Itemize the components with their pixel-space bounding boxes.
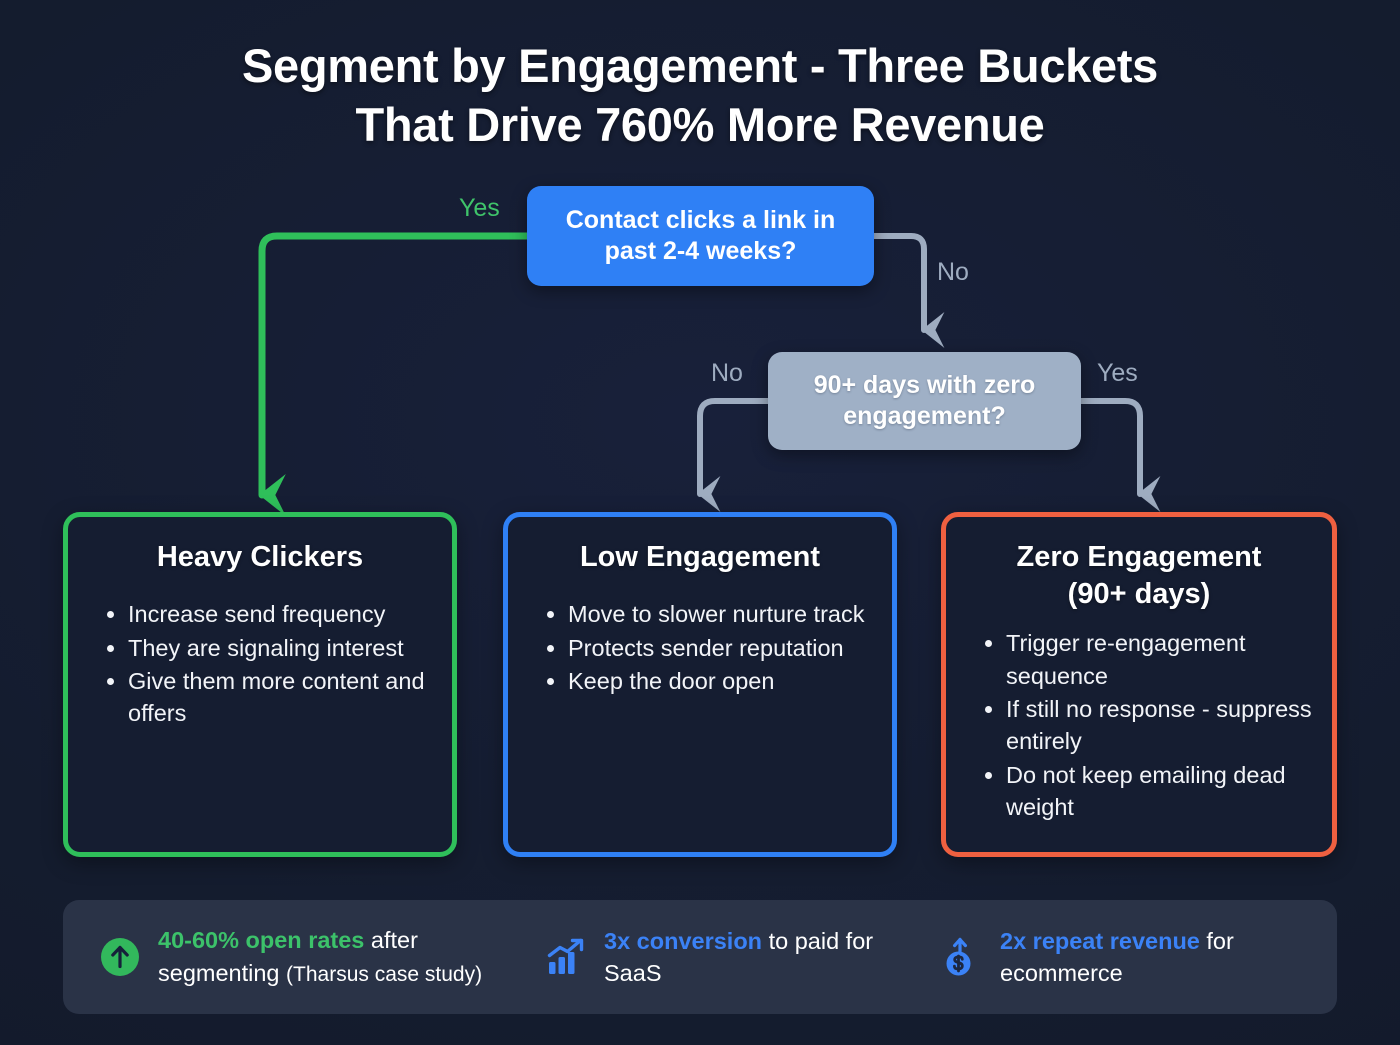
outcome-card-heavy-clickers-title: Heavy Clickers (156, 541, 364, 573)
stat-repeat-revenue-value: 2x repeat revenue (1000, 927, 1200, 954)
bar-chart-trend-icon (545, 936, 587, 978)
decision-node-zero-engagement-label: 90+ days with zero engagement? (813, 370, 1036, 431)
stat-open-rates: 40-60% open rates after segmenting (Thar… (63, 924, 533, 989)
outcome-card-heavy-clickers-list: Increase send frequency They are signali… (88, 598, 432, 730)
list-item: Trigger re-engagement sequence (976, 627, 1312, 692)
stat-conversion-rest: to paid for SaaS (604, 927, 874, 986)
arrow-up-circle-icon (99, 936, 141, 978)
stat-repeat-revenue-rest: for ecommerce (1000, 927, 1234, 986)
outcome-card-zero-engagement-list: Trigger re-engagement sequence If still … (966, 627, 1312, 824)
outcome-card-heavy-clickers[interactable]: Heavy Clickers Increase send frequency T… (63, 512, 457, 857)
list-item: Protects sender reputation (538, 632, 872, 664)
stat-conversion: 3x conversion to paid for SaaS (533, 925, 933, 990)
dollar-arrow-up-icon (941, 936, 983, 978)
outcome-card-zero-engagement-title-line-1: Zero Engagement (1016, 541, 1262, 573)
title-line-2: That Drive 760% More Revenue (355, 98, 1045, 152)
stat-repeat-revenue: 2x repeat revenue for ecommerce (933, 925, 1333, 990)
wire-q2-yes (1078, 398, 1161, 512)
list-item: They are signaling interest (98, 632, 432, 664)
outcome-card-low-engagement-title: Low Engagement (579, 541, 821, 573)
stat-open-rates-note: (Tharsus case study) (286, 962, 483, 986)
list-item: Do not keep emailing dead weight (976, 759, 1312, 824)
wire-q2-no (697, 398, 771, 512)
list-item: Increase send frequency (98, 598, 432, 630)
title-line-1: Segment by Engagement - Three Buckets (241, 39, 1159, 92)
list-item: Keep the door open (538, 665, 872, 697)
outcome-card-zero-engagement[interactable]: Zero Engagement (90+ days) Trigger re-en… (941, 512, 1337, 857)
decision-node-click-recency-label: Contact clicks a link in past 2-4 weeks? (565, 205, 836, 266)
branch-label-q2-yes: Yes (1097, 359, 1138, 387)
stat-conversion-text: 3x conversion to paid for SaaS (604, 925, 933, 990)
branch-label-q1-no: No (937, 258, 969, 286)
list-item: If still no response - suppress entirely (976, 693, 1312, 758)
outcome-card-low-engagement-list: Move to slower nurture track Protects se… (528, 598, 872, 697)
outcome-card-low-engagement[interactable]: Low Engagement Move to slower nurture tr… (503, 512, 897, 857)
wire-q1-no (871, 233, 945, 348)
stat-open-rates-rest: after segmenting (158, 927, 418, 986)
list-item: Move to slower nurture track (538, 598, 872, 630)
branch-label-q1-yes: Yes (459, 194, 500, 222)
stat-repeat-revenue-text: 2x repeat revenue for ecommerce (1000, 925, 1333, 990)
stat-conversion-value: 3x conversion (604, 927, 763, 954)
stats-bar: 40-60% open rates after segmenting (Thar… (63, 900, 1337, 1014)
wire-q1-yes (258, 232, 531, 516)
stat-open-rates-value: 40-60% open rates (158, 927, 365, 954)
decision-node-click-recency[interactable]: Contact clicks a link in past 2-4 weeks? (527, 186, 874, 286)
branch-label-q2-no: No (711, 359, 743, 387)
outcome-card-zero-engagement-title: Zero Engagement (90+ days) (966, 539, 1312, 613)
decision-node-zero-engagement[interactable]: 90+ days with zero engagement? (768, 352, 1081, 450)
outcome-card-zero-engagement-title-line-2: (90+ days) (1067, 578, 1211, 611)
stat-open-rates-text: 40-60% open rates after segmenting (Thar… (158, 924, 533, 989)
page-title: Segment by Engagement - Three Buckets Th… (0, 36, 1400, 154)
list-item: Give them more content and offers (98, 665, 432, 730)
